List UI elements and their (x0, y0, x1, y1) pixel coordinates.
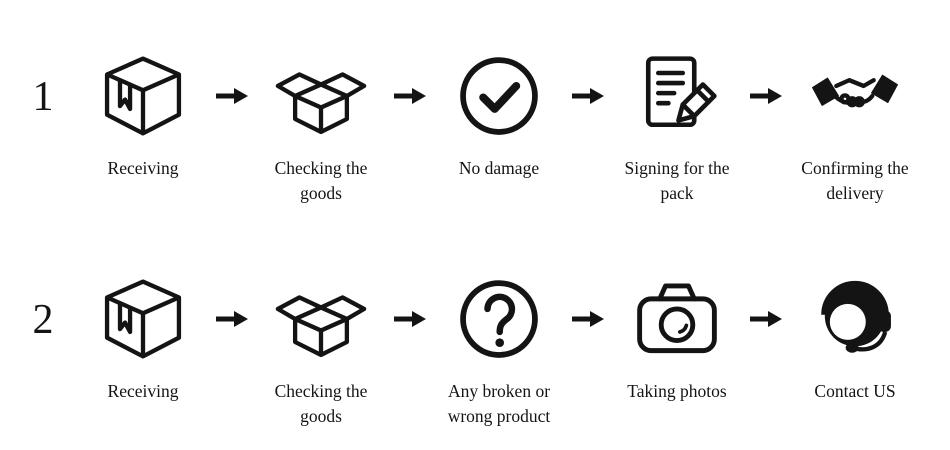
step-label: Contact US (814, 380, 896, 401)
step-label: Signing for the pack (624, 158, 730, 204)
arrow-right-icon (748, 307, 784, 331)
step-checking-goods: Checking the goods (250, 50, 392, 207)
arrow-right-icon (214, 307, 250, 331)
flow-row-damaged-product: 2 Receiving Checking the goods Any broke… (0, 207, 950, 430)
step-confirming-delivery: Confirming the delivery (784, 50, 926, 207)
step-label: Checking the goods (274, 380, 368, 427)
sign-document-icon (631, 50, 723, 142)
arrow-right-icon (748, 84, 784, 108)
row-number: 2 (32, 296, 54, 343)
step-label: Checking the goods (274, 158, 368, 204)
step-signing-pack: Signing for the pack (606, 50, 748, 207)
step-label: No damage (458, 158, 540, 178)
step-contact-us: Contact US (784, 273, 926, 404)
step-checking-goods: Checking the goods (250, 273, 392, 430)
step-label: Any broken or wrong product (447, 380, 551, 427)
steps-track: Receiving Checking the goods Any broken … (72, 273, 926, 430)
step-broken-product: Any broken or wrong product (428, 273, 570, 430)
step-taking-photos: Taking photos (606, 273, 748, 404)
closed-box-icon (97, 273, 189, 365)
step-label: Taking photos (627, 380, 727, 401)
support-agent-icon (809, 273, 901, 365)
step-no-damage: No damage (428, 50, 570, 181)
steps-track: Receiving Checking the goods No damage S… (72, 50, 926, 207)
step-label: Confirming the delivery (801, 158, 909, 204)
arrow-right-icon (392, 84, 428, 108)
closed-box-icon (97, 50, 189, 142)
row-number: 1 (32, 74, 54, 120)
handshake-icon (809, 50, 901, 142)
arrow-right-icon (570, 307, 606, 331)
step-label: Receiving (107, 158, 179, 178)
arrow-right-icon (392, 307, 428, 331)
question-circle-icon (453, 273, 545, 365)
open-box-icon (275, 273, 367, 365)
arrow-right-icon (214, 84, 250, 108)
step-receiving: Receiving (72, 50, 214, 181)
open-box-icon (275, 50, 367, 142)
check-circle-icon (453, 50, 545, 142)
flow-row-no-damage: 1 Receiving Checking the goods No damage… (0, 0, 950, 207)
camera-icon (631, 273, 723, 365)
arrow-right-icon (570, 84, 606, 108)
step-label: Receiving (107, 380, 179, 401)
step-receiving: Receiving (72, 273, 214, 404)
